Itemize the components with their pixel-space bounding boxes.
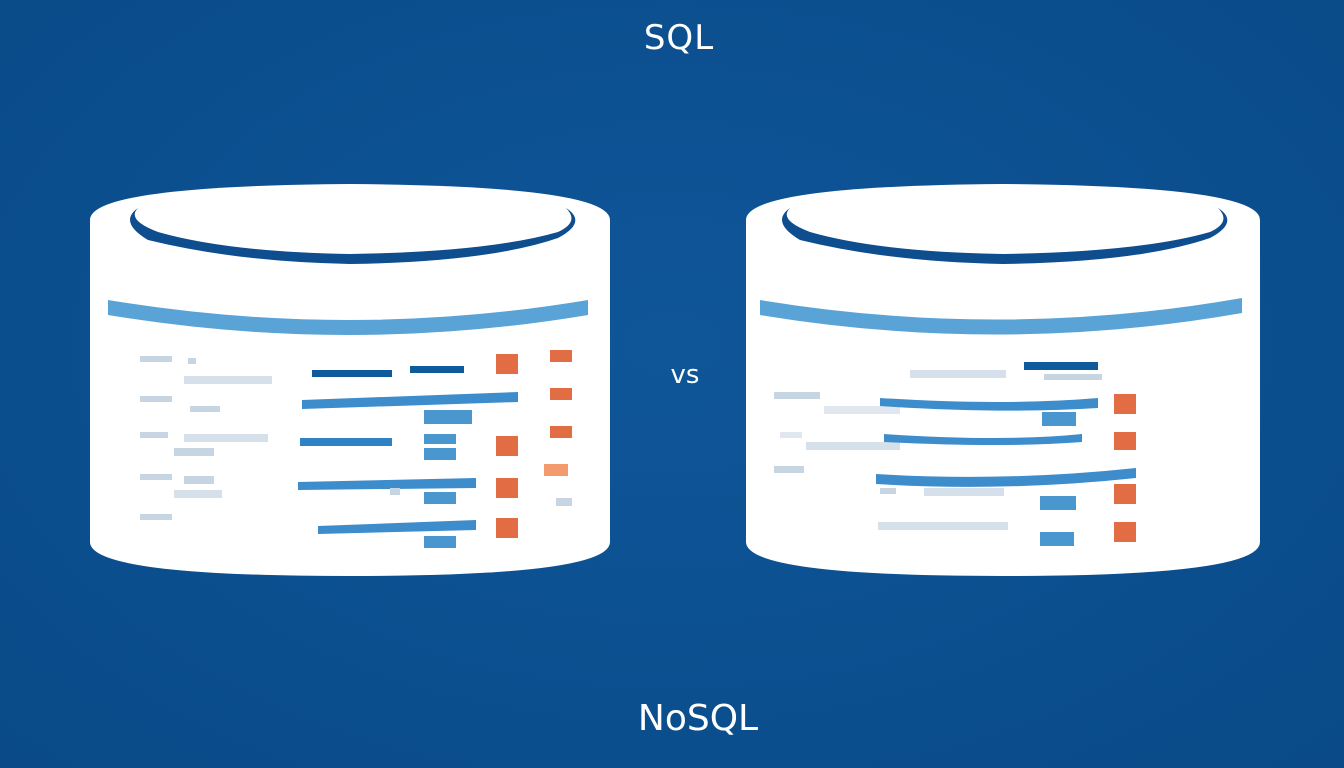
sql-title: SQL — [643, 18, 715, 58]
vs-label: vs — [670, 360, 700, 390]
sql-database-icon — [88, 180, 612, 580]
nosql-title: NoSQL — [637, 698, 759, 739]
nosql-database-icon — [744, 180, 1262, 580]
